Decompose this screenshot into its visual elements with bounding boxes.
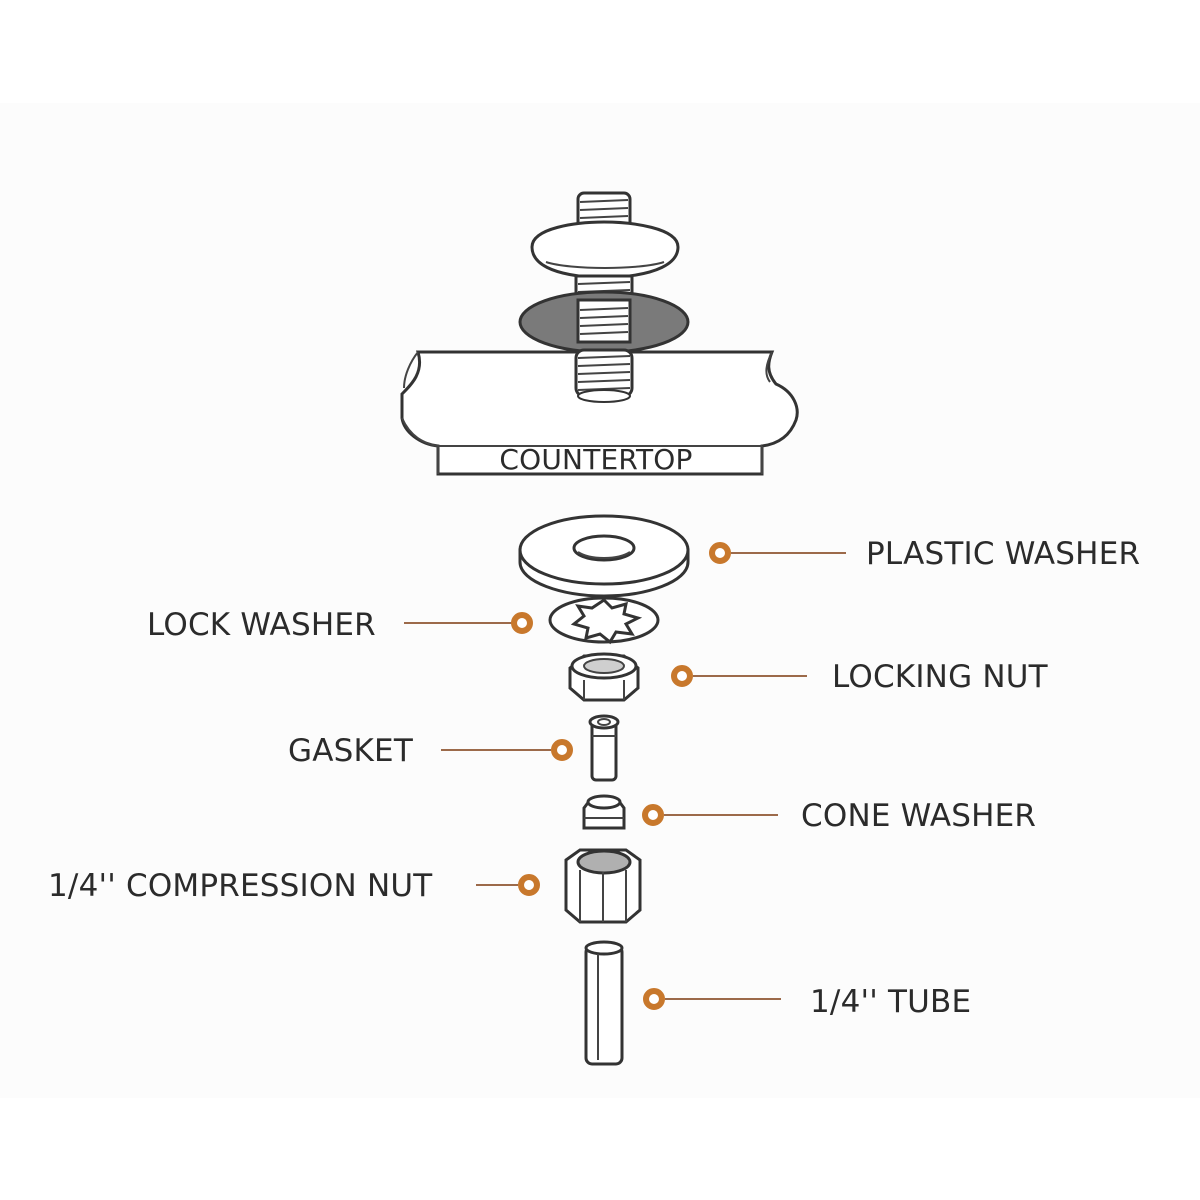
cone-washer [582, 794, 626, 830]
callout-plastic-washer: PLASTIC WASHER [709, 536, 1140, 572]
dome-cap [530, 220, 680, 280]
label-lock-washer: LOCK WASHER [147, 607, 376, 643]
marker-dot [709, 542, 731, 564]
marker-dot [511, 612, 533, 634]
label-tube: 1/4'' TUBE [810, 984, 971, 1020]
label-compression-nut: 1/4'' COMPRESSION NUT [48, 868, 433, 904]
countertop-label: COUNTERTOP [499, 443, 692, 476]
plastic-washer [518, 514, 690, 598]
callout-locking-nut: LOCKING NUT [671, 659, 1049, 695]
callout-cone-washer: CONE WASHER [642, 798, 1036, 834]
marker-dot [551, 739, 573, 761]
lock-washer [548, 596, 660, 645]
callout-compression-nut: 1/4'' COMPRESSION NUT [48, 868, 540, 904]
label-cone-washer: CONE WASHER [801, 798, 1036, 834]
callout-gasket: GASKET [288, 733, 573, 769]
gasket [588, 714, 620, 782]
label-gasket: GASKET [288, 733, 414, 769]
dome-cap-rim [545, 261, 665, 269]
threaded-stem-assembly [518, 191, 690, 354]
marker-dot [518, 874, 540, 896]
gasket-stem-section [576, 298, 632, 344]
label-locking-nut: LOCKING NUT [832, 659, 1049, 695]
lock-washer-teeth [570, 598, 643, 645]
marker-dot [671, 665, 693, 687]
marker-dot [642, 804, 664, 826]
plastic-washer-hole [572, 534, 636, 562]
locking-nut [568, 652, 640, 702]
countertop: COUNTERTOP [400, 348, 799, 476]
callout-tube: 1/4'' TUBE [643, 984, 971, 1020]
compression-nut [564, 848, 642, 924]
tube [584, 940, 624, 1066]
countertop-slab [400, 350, 799, 476]
marker-dot [643, 988, 665, 1010]
label-plastic-washer: PLASTIC WASHER [866, 536, 1140, 572]
callout-lock-washer: LOCK WASHER [147, 607, 533, 643]
